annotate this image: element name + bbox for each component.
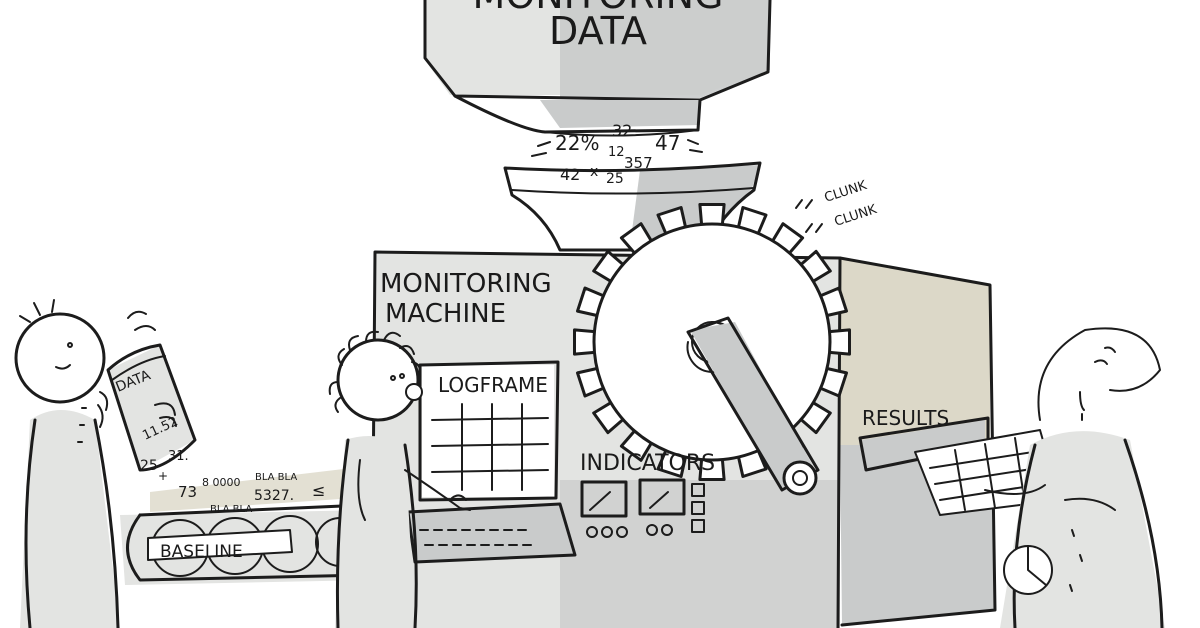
results-slot: RESULTS: [858, 406, 990, 472]
hopper-label: DATA: [549, 9, 647, 53]
logframe-screen: LOGFRAME: [418, 360, 560, 502]
machine-title-line2: MACHINE: [385, 299, 506, 329]
gear-tooth-outline: [573, 203, 851, 481]
crank-handle[interactable]: [686, 316, 820, 496]
keyboard[interactable]: [406, 502, 577, 564]
gear-teeth: [573, 203, 851, 481]
data-jar: DATA 11.52 31. 25 +: [106, 343, 197, 483]
clunk-sound: CLUNK CLUNK: [795, 178, 879, 233]
hopper-top-label: MONITORING: [473, 0, 724, 17]
belt-scribble: 73: [178, 483, 197, 501]
data-hopper: MONITORING DATA: [423, 0, 772, 137]
indicator-dial-1[interactable]: [580, 480, 628, 518]
belt-scribble: ≤: [312, 481, 325, 500]
indicator-switch[interactable]: [691, 519, 705, 533]
jar-number: +: [158, 469, 168, 483]
indicator-switch[interactable]: [691, 483, 705, 497]
clunk-text: CLUNK: [833, 202, 879, 230]
machine-title-line1: MONITORING: [380, 269, 552, 299]
indicator-button[interactable]: [601, 526, 613, 538]
indicators-panel: INDICATORS: [580, 451, 715, 538]
belt-scribble: 8 0000: [202, 476, 241, 489]
jar-number: 25: [140, 458, 158, 474]
indicators-label: INDICATORS: [580, 451, 715, 476]
scientist-left: [14, 299, 156, 628]
falling-number: 32: [612, 121, 632, 140]
falling-number: 42: [560, 165, 580, 184]
indicator-button[interactable]: [661, 524, 673, 536]
falling-number: 12: [608, 145, 625, 160]
indicator-button[interactable]: [586, 526, 598, 538]
indicator-dial-2[interactable]: [638, 478, 686, 516]
indicator-button[interactable]: [646, 524, 658, 536]
indicator-switch[interactable]: [691, 501, 705, 515]
belt-scribble: BLA BLA: [255, 472, 297, 483]
falling-number: 22%: [555, 131, 599, 155]
clunk-text: CLUNK: [823, 178, 869, 206]
falling-number: 357: [624, 154, 653, 172]
falling-number: 47: [655, 131, 680, 155]
scientist-middle: [328, 330, 471, 628]
logframe-label: LOGFRAME: [438, 373, 548, 397]
falling-number: 25: [606, 171, 624, 187]
jar-number: 31.: [168, 449, 189, 464]
baseline-label: BASELINE: [160, 542, 243, 562]
conveyor-belt: BASELINE 73 8 0000 BLA BLA 5327. BLA BLA…: [120, 468, 372, 585]
belt-scribble: 5327.: [254, 488, 294, 504]
belt-scribble: BLA BLA: [210, 504, 252, 515]
scientist-right: [984, 327, 1165, 628]
indicator-button[interactable]: [616, 526, 628, 538]
